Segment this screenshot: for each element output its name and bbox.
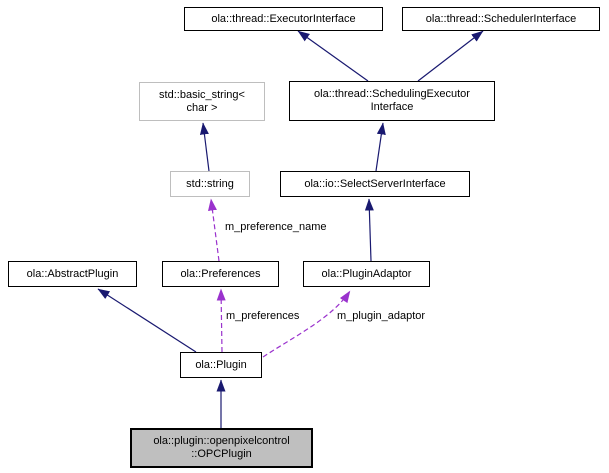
edge-plugin-to-pluginadaptor <box>262 290 351 358</box>
node-std-string[interactable]: std::string <box>170 171 250 197</box>
node-label-line2: char > <box>186 101 218 114</box>
node-label-line1: std::basic_string< <box>159 88 245 101</box>
node-ola-thread-schedulerinterface[interactable]: ola::thread::SchedulerInterface <box>402 7 600 31</box>
node-ola-thread-executorinterface[interactable]: ola::thread::ExecutorInterface <box>184 7 383 31</box>
node-ola-io-selectserverinterface[interactable]: ola::io::SelectServerInterface <box>280 171 470 197</box>
node-ola-thread-schedulingexecutorinterface[interactable]: ola::thread::SchedulingExecutor Interfac… <box>289 81 495 121</box>
node-label-line2: Interface <box>370 101 414 113</box>
node-std-basic-string[interactable]: std::basic_string< char > <box>139 82 265 121</box>
node-label: ola::io::SelectServerInterface <box>304 177 446 190</box>
edge-pluginadaptor-to-selectserver <box>364 198 374 262</box>
edge-selectserver-to-schedexec <box>375 122 386 172</box>
node-label-line2: ::OPCPlugin <box>191 448 252 460</box>
edge-label-m-preferences: m_preferences <box>226 310 300 322</box>
node-ola-plugin-openpixelcontrol-opcplugin: ola::plugin::openpixelcontrol ::OPCPlugi… <box>130 428 313 468</box>
node-label: ola::PluginAdaptor <box>321 267 412 280</box>
edge-plugin-to-preferences <box>216 288 226 353</box>
node-ola-abstractplugin[interactable]: ola::AbstractPlugin <box>8 261 137 287</box>
node-ola-preferences[interactable]: ola::Preferences <box>162 261 279 287</box>
node-label: ola::AbstractPlugin <box>26 267 119 280</box>
edge-label-m-preference-name: m_preference_name <box>225 221 327 233</box>
node-label: ola::Plugin <box>195 358 247 371</box>
node-label-line1: ola::thread::SchedulingExecutor <box>314 88 470 100</box>
node-label: ola::Preferences <box>180 267 261 280</box>
node-label: ola::thread::SchedulerInterface <box>425 12 577 25</box>
edge-plugin-to-abstractplugin <box>97 288 197 353</box>
node-label-line1: ola::plugin::openpixelcontrol <box>153 435 290 447</box>
edge-label-m-plugin-adaptor: m_plugin_adaptor <box>337 310 426 322</box>
node-label: std::string <box>186 177 234 190</box>
edge-stdstring-to-basicstring <box>199 122 210 172</box>
edge-preferences-to-stdstring <box>208 198 220 262</box>
node-ola-plugin[interactable]: ola::Plugin <box>180 352 262 378</box>
node-ola-pluginadaptor[interactable]: ola::PluginAdaptor <box>303 261 430 287</box>
edge-schedexec-to-executor <box>297 30 369 82</box>
edge-schedexec-to-scheduler <box>417 30 484 82</box>
node-label: ola::thread::ExecutorInterface <box>211 12 356 25</box>
